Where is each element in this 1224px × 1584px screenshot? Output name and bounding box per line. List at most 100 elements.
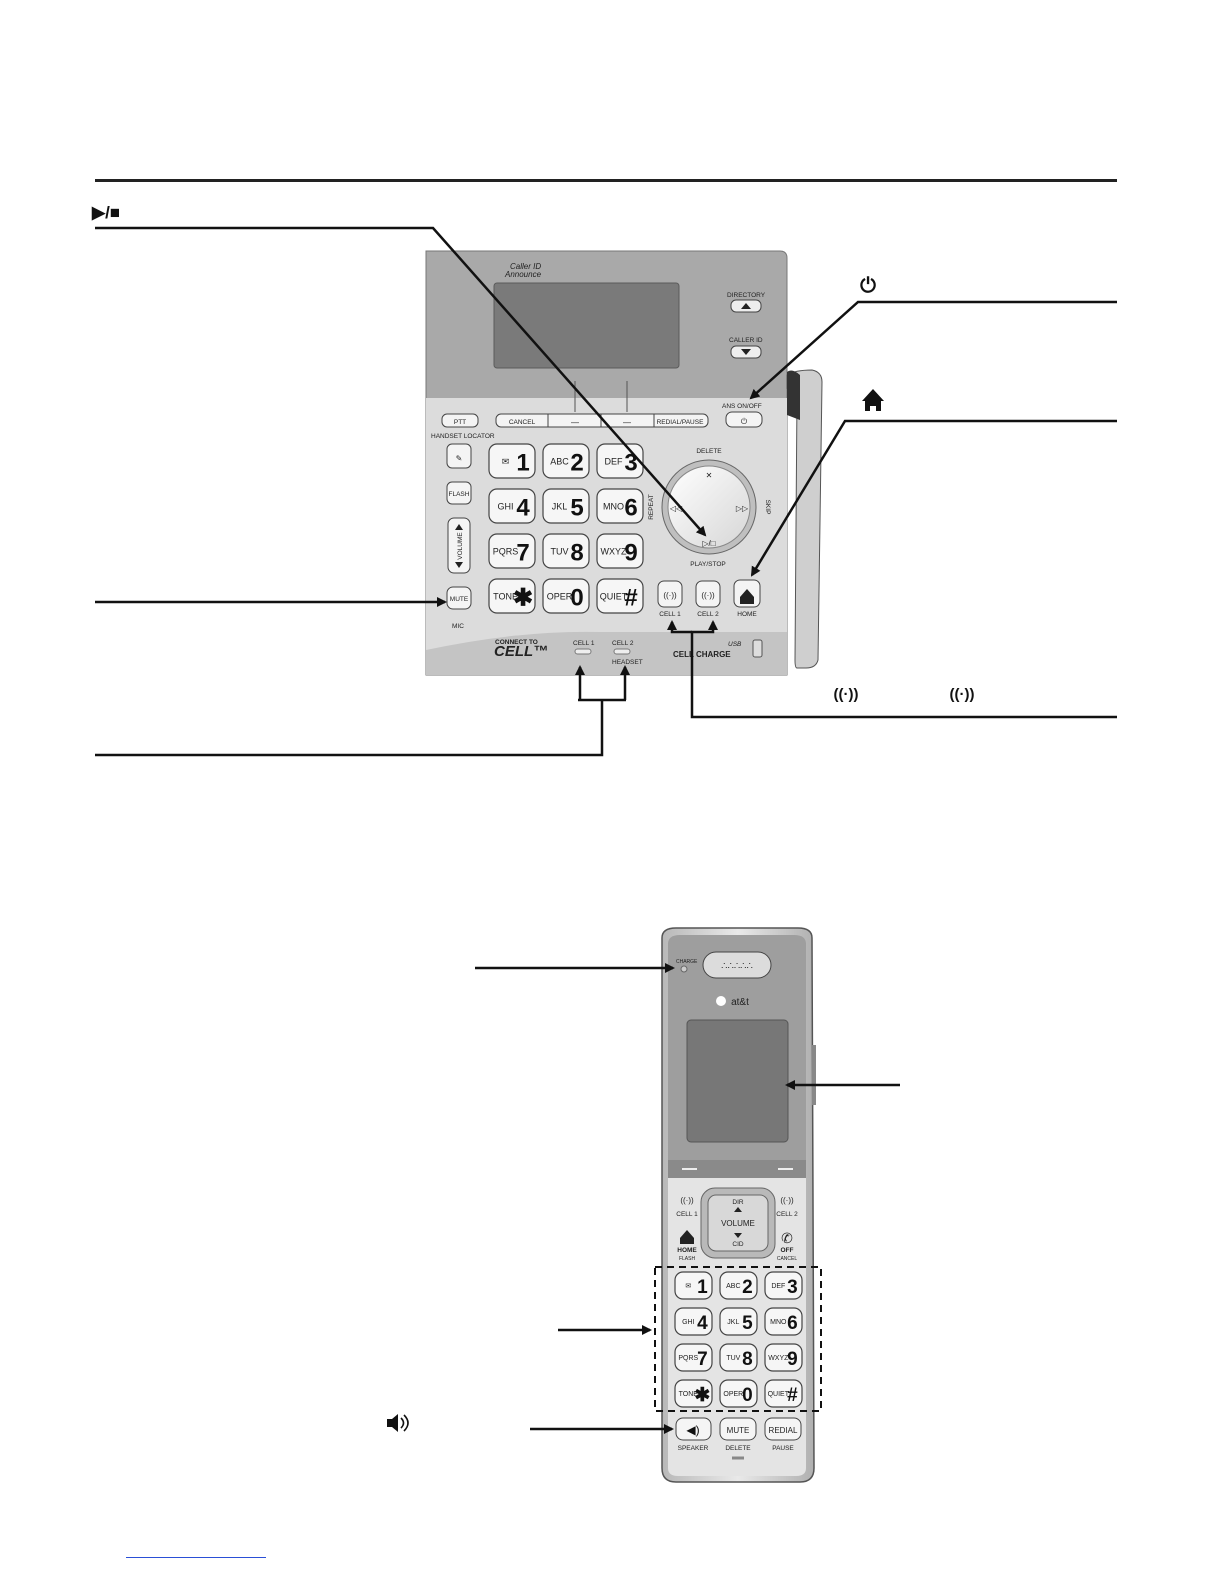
cancel-button[interactable]: CANCEL bbox=[509, 419, 536, 426]
key-cap[interactable] bbox=[719, 1379, 758, 1408]
handset-home-icon[interactable] bbox=[680, 1230, 694, 1244]
ans-on-off-button[interactable] bbox=[725, 411, 763, 428]
mic-label: MIC bbox=[452, 623, 464, 630]
key-cap[interactable] bbox=[596, 578, 644, 614]
key-digit: # bbox=[787, 1385, 798, 1406]
key-letters: TONE bbox=[679, 1391, 699, 1398]
keypad-key-✱[interactable]: TONE✱ bbox=[488, 578, 536, 614]
key-cap[interactable] bbox=[674, 1307, 713, 1336]
keypad-key-1[interactable]: ✉1 bbox=[674, 1271, 713, 1300]
key-cap[interactable] bbox=[674, 1379, 713, 1408]
handset-cell2-icon[interactable]: ((·)) bbox=[780, 1196, 794, 1205]
key-cap[interactable] bbox=[764, 1379, 803, 1408]
key-digit: 9 bbox=[787, 1349, 798, 1370]
nav-key[interactable] bbox=[707, 1194, 769, 1252]
flash-button[interactable] bbox=[446, 481, 472, 505]
cradle-clip bbox=[787, 370, 800, 420]
off-phone-icon[interactable]: ✆ bbox=[781, 1230, 793, 1246]
power-callout-icon: ⏻ bbox=[860, 275, 876, 297]
key-cap[interactable] bbox=[674, 1343, 713, 1372]
key-cap[interactable] bbox=[542, 533, 590, 569]
delete-icon: ✕ bbox=[706, 471, 713, 480]
key-cap[interactable] bbox=[596, 533, 644, 569]
base-cell1-button[interactable] bbox=[657, 580, 683, 608]
cell2-led bbox=[613, 648, 631, 655]
keypad-key-#[interactable]: QUIET# bbox=[596, 578, 644, 614]
handset-locator-button[interactable] bbox=[446, 443, 472, 469]
fast-forward-icon: ▷▷ bbox=[736, 504, 749, 513]
key-letters: WXYZ bbox=[768, 1355, 789, 1362]
repeat-label: REPEAT bbox=[648, 494, 655, 520]
key-cap[interactable] bbox=[488, 488, 536, 524]
key-cap[interactable] bbox=[764, 1307, 803, 1336]
key-cap[interactable] bbox=[764, 1343, 803, 1372]
base-cell2-label: CELL 2 bbox=[697, 611, 719, 618]
key-digit: 8 bbox=[742, 1349, 753, 1370]
key-cap[interactable] bbox=[674, 1271, 713, 1300]
key-cap[interactable] bbox=[488, 533, 536, 569]
key-cap[interactable] bbox=[488, 578, 536, 614]
base-home-icon bbox=[740, 589, 754, 604]
playback-dial[interactable] bbox=[667, 465, 751, 549]
handset-home-label: HOME bbox=[677, 1247, 697, 1254]
key-digit: # bbox=[624, 585, 637, 612]
footer-link-underline[interactable] bbox=[126, 1557, 266, 1558]
keypad-key-1[interactable]: ✉1 bbox=[488, 443, 536, 479]
key-cap[interactable] bbox=[542, 488, 590, 524]
flash-label: FLASH bbox=[449, 491, 470, 498]
key-cap[interactable] bbox=[719, 1271, 758, 1300]
key-cap[interactable] bbox=[488, 443, 536, 479]
key-cap[interactable] bbox=[596, 488, 644, 524]
key-digit: 6 bbox=[787, 1313, 798, 1334]
softkey-left-button[interactable]: — bbox=[571, 418, 579, 427]
keypad-key-#[interactable]: QUIET# bbox=[764, 1379, 803, 1408]
handset-locator-icon: ✎ bbox=[456, 454, 463, 463]
speaker-callout-icon bbox=[387, 1414, 398, 1432]
key-digit: 7 bbox=[516, 540, 529, 567]
caller-id-announce-label: Caller ID bbox=[510, 262, 541, 271]
softkey-right-button[interactable]: — bbox=[623, 418, 631, 427]
handset-cell1-icon[interactable]: ((·)) bbox=[680, 1196, 694, 1205]
volume-rocker[interactable] bbox=[447, 517, 471, 574]
nav-volume-label: VOLUME bbox=[721, 1219, 755, 1228]
key-cap[interactable] bbox=[719, 1307, 758, 1336]
ptt-button[interactable] bbox=[441, 413, 479, 428]
play-stop-label: PLAY/STOP bbox=[690, 561, 726, 568]
keypad-key-✱[interactable]: TONE✱ bbox=[674, 1379, 713, 1408]
att-logo: at&t bbox=[731, 997, 749, 1008]
usb-label: USB bbox=[728, 641, 742, 648]
delete-label: DELETE bbox=[696, 448, 722, 455]
handset-mute-button[interactable] bbox=[719, 1417, 757, 1441]
key-cap[interactable] bbox=[764, 1271, 803, 1300]
handset-speaker-button[interactable] bbox=[675, 1417, 712, 1441]
key-cap[interactable] bbox=[542, 578, 590, 614]
cell1-callout-icon: ((·)) bbox=[834, 686, 859, 703]
base-unit: Caller ID Announce DIRECTORY CALLER ID A… bbox=[425, 250, 788, 676]
charge-led bbox=[680, 965, 688, 973]
base-cell2-button[interactable] bbox=[695, 580, 721, 608]
key-cap[interactable] bbox=[542, 443, 590, 479]
base-mute-button[interactable] bbox=[446, 586, 472, 610]
key-cap[interactable] bbox=[719, 1343, 758, 1372]
handset-redial-button[interactable] bbox=[764, 1417, 802, 1441]
redial-pause-button[interactable]: REDIAL/PAUSE bbox=[657, 419, 705, 426]
charge-label: CHARGE bbox=[676, 959, 698, 965]
